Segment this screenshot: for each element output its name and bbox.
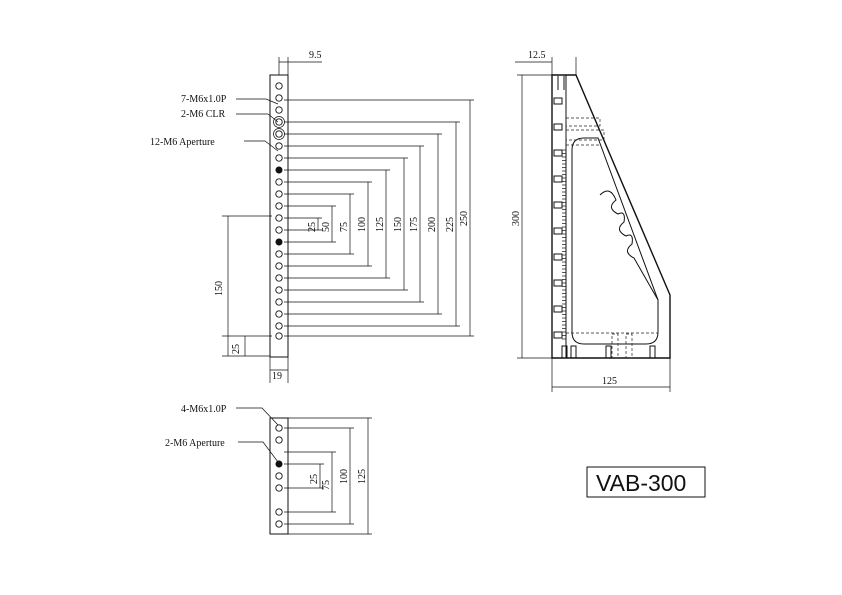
mounting-hole [275, 322, 283, 330]
side-slot [553, 279, 563, 287]
front-left-25-label: 25 [231, 344, 242, 354]
mounting-hole [275, 94, 283, 102]
base-hole-column [275, 424, 283, 528]
base-hole [275, 472, 283, 480]
side-slot [553, 149, 563, 157]
side-height-dimension: 300 [511, 74, 552, 359]
mounting-hole [275, 142, 283, 150]
front-right-dim-label: 125 [375, 217, 386, 232]
front-right-dim-label: 25 [307, 222, 318, 232]
side-top-width-label: 12.5 [528, 50, 546, 61]
mounting-hole [275, 250, 283, 258]
mounting-hole [275, 310, 283, 318]
front-hole-column [273, 82, 285, 340]
side-height-label: 300 [511, 211, 522, 226]
mounting-hole [275, 106, 283, 114]
callout-7-m6x1-0p: 7-M6x1.0P [181, 94, 227, 105]
side-slot [553, 253, 563, 261]
callout-4-m6x1-0p: 4-M6x1.0P [181, 404, 227, 415]
side-view [551, 74, 671, 359]
front-right-dim-label: 150 [393, 217, 404, 232]
side-slot [553, 175, 563, 183]
side-slot [553, 97, 563, 105]
front-view [269, 74, 289, 358]
front-top-width-label: 9.5 [309, 50, 322, 61]
front-callouts: 7-M6x1.0P 2-M6 CLR 12-M6 Aperture [150, 94, 279, 152]
mounting-hole [275, 154, 283, 162]
front-left-dimensions: 150 25 [214, 215, 272, 357]
mounting-hole [275, 286, 283, 294]
mounting-hole [275, 82, 283, 90]
side-bottom-slots [561, 333, 656, 359]
mounting-hole [275, 214, 283, 222]
mounting-hole [275, 298, 283, 306]
base-hole [275, 508, 283, 516]
base-callouts: 4-M6x1.0P 2-M6 Aperture [165, 404, 279, 463]
front-right-dim-label: 200 [427, 217, 438, 232]
front-right-dim-label: 75 [339, 222, 350, 232]
base-view [269, 417, 289, 535]
front-right-dim-label: 50 [321, 222, 332, 232]
front-right-dim-label: 225 [445, 217, 456, 232]
mounting-hole [275, 226, 283, 234]
base-hole [275, 520, 283, 528]
mounting-hole [275, 166, 283, 174]
base-hole [275, 460, 283, 468]
base-hole [275, 484, 283, 492]
mounting-hole [275, 262, 283, 270]
front-right-dim-label: 250 [459, 211, 470, 226]
mounting-hole [275, 190, 283, 198]
side-bracket-outline [551, 74, 671, 359]
front-right-dim-label: 175 [409, 217, 420, 232]
mounting-hole [275, 202, 283, 210]
mounting-hole [275, 274, 283, 282]
side-wavy-edge [599, 190, 659, 301]
callout-12-m6-aperture: 12-M6 Aperture [150, 137, 215, 148]
side-slot [553, 201, 563, 209]
base-dim-label: 25 [309, 474, 320, 484]
side-base-dimension: 125 [551, 358, 671, 392]
mounting-hole [275, 238, 283, 246]
base-strip-outline [269, 417, 289, 535]
side-top-slot [557, 76, 565, 90]
callout-2-m6-clr: 2-M6 CLR [181, 109, 226, 120]
callout-2-m6-aperture: 2-M6 Aperture [165, 438, 225, 449]
side-slot-column [553, 97, 566, 340]
base-dim-label: 100 [339, 469, 350, 484]
side-slot [553, 305, 563, 313]
mounting-hole [275, 130, 283, 138]
side-slot [553, 331, 563, 339]
front-bottom-width-dimension: 19 [269, 357, 289, 383]
base-dim-label: 125 [357, 469, 368, 484]
mounting-hole [275, 118, 283, 126]
front-left-150-label: 150 [214, 281, 225, 296]
base-dim-label: 75 [321, 480, 332, 490]
side-slot [553, 227, 563, 235]
model-name: VAB-300 [596, 470, 686, 496]
base-hole [275, 436, 283, 444]
front-top-width-dimension: 9.5 [278, 50, 322, 75]
side-inner-cutout [571, 137, 659, 345]
side-base-width-label: 125 [602, 376, 617, 387]
front-bottom-width-label: 19 [272, 371, 282, 382]
front-right-dim-label: 100 [357, 217, 368, 232]
side-slot [553, 123, 563, 131]
base-hole [275, 424, 283, 432]
side-top-width-dimension: 12.5 [515, 50, 577, 75]
model-name-box: VAB-300 [586, 466, 706, 498]
mounting-hole [275, 178, 283, 186]
mounting-hole [275, 332, 283, 340]
